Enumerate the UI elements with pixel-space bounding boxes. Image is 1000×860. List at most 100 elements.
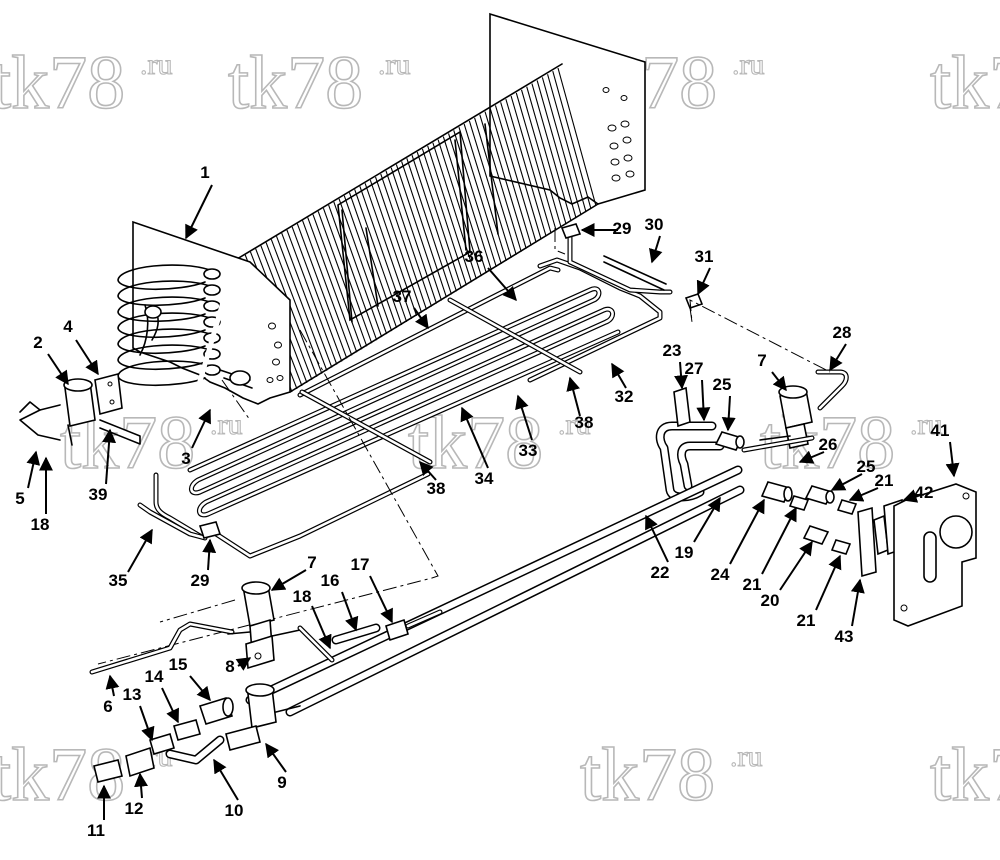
coil-fin	[390, 167, 438, 304]
callout-leader-arrow	[161, 687, 179, 724]
coil-fin	[437, 139, 482, 277]
callout-label-27: 27	[685, 359, 704, 378]
callout-leader-arrow	[341, 591, 359, 632]
callout-leader-arrow	[945, 441, 960, 478]
callout-label-19: 19	[675, 543, 694, 562]
watermark-suffix: .ru	[210, 408, 243, 441]
coil-fin	[385, 170, 433, 307]
coil-fin	[526, 86, 567, 225]
callout-leader-arrow	[26, 450, 41, 489]
callout-leader-arrow	[75, 339, 99, 376]
callout-leader-arrow	[779, 540, 813, 591]
callout-leader-arrow	[830, 473, 863, 491]
coil-fin	[364, 183, 413, 319]
callout-label-29: 29	[191, 571, 210, 590]
right-fitting-group	[245, 385, 977, 717]
callout-label-38: 38	[427, 479, 446, 498]
coil-fin	[307, 217, 358, 353]
coil-fin	[302, 220, 353, 356]
coil-fin	[468, 120, 512, 258]
coil-fin	[463, 123, 507, 262]
callout-label-18: 18	[31, 515, 50, 534]
callout-leaders	[26, 184, 960, 820]
callout-label-7: 7	[757, 351, 766, 370]
coil-fin	[547, 74, 587, 213]
callout-label-36: 36	[465, 247, 484, 266]
callout-leader-arrow	[265, 742, 287, 773]
callout-leader-arrow	[611, 362, 627, 389]
callout-leader-arrow	[696, 267, 711, 296]
callout-label-35: 35	[109, 571, 128, 590]
callout-label-17: 17	[351, 555, 370, 574]
callout-label-21: 21	[797, 611, 816, 630]
callout-leader-arrow	[829, 343, 847, 372]
callout-leader-arrow	[848, 487, 879, 502]
coil-fin	[484, 111, 527, 249]
callout-label-38: 38	[575, 413, 594, 432]
callout-label-2: 2	[33, 333, 42, 352]
coil-fin	[270, 239, 323, 374]
evaporator-coil	[117, 12, 646, 405]
coil-fin	[474, 117, 517, 255]
callout-labels: 1234567789101112131415161718181920212121…	[15, 163, 949, 840]
callout-leader-arrow	[105, 674, 120, 697]
coil-fin	[291, 226, 343, 362]
callout-label-43: 43	[835, 627, 854, 646]
coil-fin	[500, 102, 542, 240]
coil-fin	[275, 236, 328, 371]
callout-leader-arrow	[235, 657, 252, 671]
coil-fin	[317, 211, 368, 347]
coil-fin	[348, 192, 398, 329]
coil-fin	[515, 92, 557, 231]
watermark-suffix: .ru	[140, 48, 173, 81]
callout-label-4: 4	[63, 317, 73, 336]
callout-label-11: 11	[87, 821, 105, 840]
watermark-text: tk78	[0, 41, 125, 125]
coil-fin	[458, 127, 502, 265]
callout-label-18: 18	[293, 587, 312, 606]
callout-label-3: 3	[181, 449, 190, 468]
callout-leader-arrow	[515, 394, 533, 441]
callout-label-31: 31	[695, 247, 714, 266]
watermark-suffix: .ru	[910, 408, 943, 441]
watermark-text: tk78	[930, 733, 1000, 817]
callout-leader-arrow	[202, 538, 217, 571]
watermark-text: tk78	[930, 41, 1000, 125]
callout-label-29: 29	[613, 219, 632, 238]
watermark-suffix: .ru	[378, 48, 411, 81]
return-bend	[117, 344, 211, 371]
callout-leader-arrow	[189, 675, 211, 702]
coil-fin	[265, 242, 318, 377]
return-bend	[117, 280, 211, 307]
coil-fin	[536, 80, 577, 219]
coil-fin	[432, 142, 477, 280]
callout-label-9: 9	[277, 773, 286, 792]
callout-label-1: 1	[200, 163, 209, 182]
coil-fin	[453, 130, 497, 268]
callout-label-21: 21	[743, 575, 762, 594]
coil-fin	[333, 201, 383, 338]
coil-fin	[406, 158, 452, 295]
callout-leader-arrow	[47, 353, 69, 386]
return-bend	[117, 264, 211, 291]
tube-end	[203, 284, 221, 296]
callout-leader-arrow	[696, 379, 711, 422]
coil-fin	[328, 204, 378, 341]
callout-label-42: 42	[915, 483, 934, 502]
coil-fin	[286, 229, 338, 365]
watermark-text: tk78	[580, 733, 715, 817]
callout-label-39: 39	[89, 485, 108, 504]
callout-leader-arrow	[674, 361, 689, 390]
callout-leader-arrow	[721, 395, 736, 432]
callout-leader-arrow	[369, 575, 393, 624]
callout-leader-arrow	[798, 450, 825, 464]
callout-leader-arrow	[729, 498, 765, 565]
callout-leader-arrow	[191, 408, 211, 449]
callout-leader-arrow	[134, 772, 149, 799]
callout-leader-arrow	[139, 705, 155, 742]
lower-line-group	[89, 581, 443, 783]
return-bend	[117, 328, 211, 355]
heater-and-tubing-group	[137, 223, 849, 559]
callout-leader-arrow	[413, 307, 429, 330]
callout-leader-arrow	[761, 506, 797, 575]
